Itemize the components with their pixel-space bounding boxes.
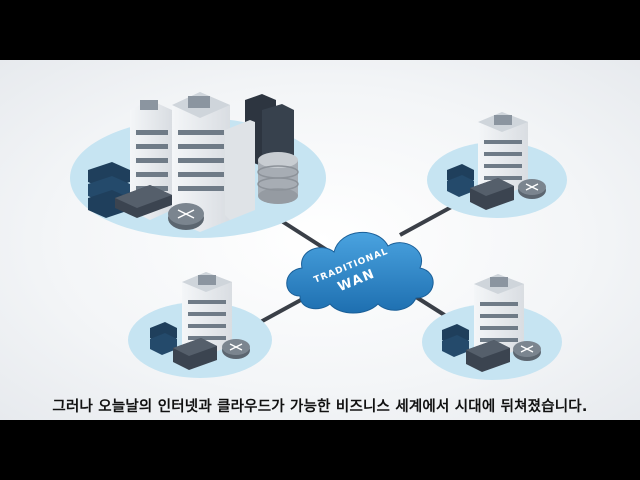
wan-cloud-icon: TRADITIONAL WAN [286,232,434,314]
link-headquarters [278,218,332,254]
site-branch-bottom-right [422,274,562,380]
router-icon [168,203,204,230]
router-icon [513,341,541,361]
wan-diagram: TRADITIONAL WAN [70,92,567,380]
subtitle-caption: 그러나 오늘날의 인터넷과 클라우드가 가능한 비즈니스 세계에서 시대에 뒤쳐… [52,399,588,415]
link-top-right [399,203,456,237]
switch-icon [115,185,172,218]
office-building-icon [474,274,524,358]
router-icon [518,179,546,199]
site-branch-top-right [427,112,567,218]
switch-icon [466,340,510,372]
server-rack-icon [150,322,177,355]
diagram-frame: TRADITIONAL WAN [0,60,640,420]
office-building-icon [478,112,528,196]
site-branch-bottom-left [128,272,272,378]
server-rack-icon [447,164,474,197]
switch-icon [470,178,514,210]
letterbox-top [0,0,640,60]
office-building-icon [182,272,232,356]
server-rack-icon [442,324,469,357]
router-icon [222,339,250,359]
switch-icon [173,338,217,370]
database-icon [257,152,299,204]
site-headquarters [70,92,326,238]
